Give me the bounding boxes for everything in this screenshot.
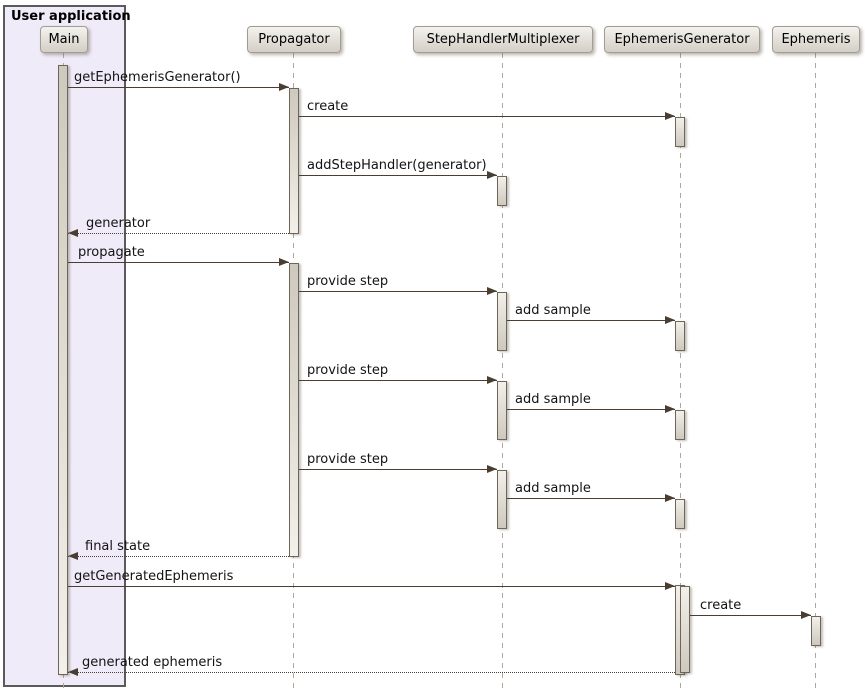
message-label: add sample bbox=[515, 303, 591, 318]
activation-bar bbox=[289, 88, 299, 234]
message-label: getEphemerisGenerator() bbox=[74, 70, 241, 85]
activation-bar bbox=[675, 499, 685, 529]
message-label: create bbox=[700, 598, 742, 613]
arrow-head bbox=[665, 494, 675, 502]
activation-bar bbox=[675, 410, 685, 440]
participant-label: StepHandlerMultiplexer bbox=[426, 32, 580, 47]
arrow-head bbox=[68, 668, 78, 676]
arrow-head bbox=[68, 552, 78, 560]
activation-bar bbox=[497, 176, 507, 206]
message-label: propagate bbox=[78, 245, 145, 260]
lifeline-stephandlermultiplexer bbox=[502, 53, 503, 690]
participant-label: Main bbox=[48, 32, 80, 47]
message-line bbox=[68, 586, 675, 587]
message-line bbox=[68, 233, 289, 234]
message-line bbox=[68, 262, 289, 263]
message-label: generator bbox=[86, 216, 151, 231]
message-label: getGeneratedEphemeris bbox=[74, 569, 234, 584]
message-label: final state bbox=[85, 539, 151, 554]
arrow-head bbox=[665, 316, 675, 324]
message-line bbox=[68, 556, 289, 557]
arrow-head bbox=[487, 171, 497, 179]
lifeline-ephemerisgenerator bbox=[680, 53, 681, 690]
arrow-head bbox=[487, 287, 497, 295]
activation-bar bbox=[497, 292, 507, 351]
activation-bar bbox=[675, 117, 685, 147]
participant-label: Ephemeris bbox=[781, 32, 851, 47]
participant-ephemeris: Ephemeris bbox=[772, 26, 860, 53]
participant-label: EphemerisGenerator bbox=[614, 32, 750, 47]
arrow-head bbox=[279, 83, 289, 91]
arrow-head bbox=[801, 611, 811, 619]
arrow-head bbox=[487, 376, 497, 384]
message-line bbox=[299, 116, 675, 117]
message-line bbox=[507, 498, 675, 499]
message-line bbox=[507, 409, 675, 410]
participant-propagator: Propagator bbox=[247, 26, 341, 53]
participant-ephemerisgenerator: EphemerisGenerator bbox=[604, 26, 760, 53]
message-label: provide step bbox=[307, 274, 389, 289]
activation-bar bbox=[58, 65, 68, 675]
message-label: provide step bbox=[307, 363, 389, 378]
message-line bbox=[299, 380, 497, 381]
message-line bbox=[68, 87, 289, 88]
message-line bbox=[690, 615, 811, 616]
activation-bar bbox=[811, 616, 821, 646]
participant-stephandlermultiplexer: StepHandlerMultiplexer bbox=[413, 26, 593, 53]
message-line bbox=[299, 291, 497, 292]
arrow-head bbox=[665, 405, 675, 413]
participant-label: Propagator bbox=[258, 32, 330, 47]
message-line bbox=[299, 175, 497, 176]
message-label: add sample bbox=[515, 481, 591, 496]
activation-bar bbox=[675, 321, 685, 351]
activation-bar bbox=[497, 381, 507, 440]
arrow-head bbox=[279, 258, 289, 266]
arrow-head bbox=[665, 582, 675, 590]
activation-bar bbox=[497, 470, 507, 529]
message-line bbox=[299, 469, 497, 470]
message-label: add sample bbox=[515, 392, 591, 407]
message-label: provide step bbox=[307, 452, 389, 467]
lifeline-ephemeris bbox=[815, 53, 816, 690]
arrow-head bbox=[68, 229, 78, 237]
arrow-head bbox=[487, 465, 497, 473]
message-label: addStepHandler(generator) bbox=[307, 158, 487, 173]
activation-bar bbox=[289, 263, 299, 557]
message-label: generated ephemeris bbox=[82, 655, 223, 670]
frame-title: User application bbox=[11, 9, 131, 24]
message-line bbox=[68, 672, 675, 673]
participant-main: Main bbox=[40, 26, 88, 53]
arrow-head bbox=[665, 112, 675, 120]
message-label: create bbox=[307, 99, 349, 114]
message-line bbox=[507, 320, 675, 321]
activation-bar bbox=[680, 586, 690, 673]
